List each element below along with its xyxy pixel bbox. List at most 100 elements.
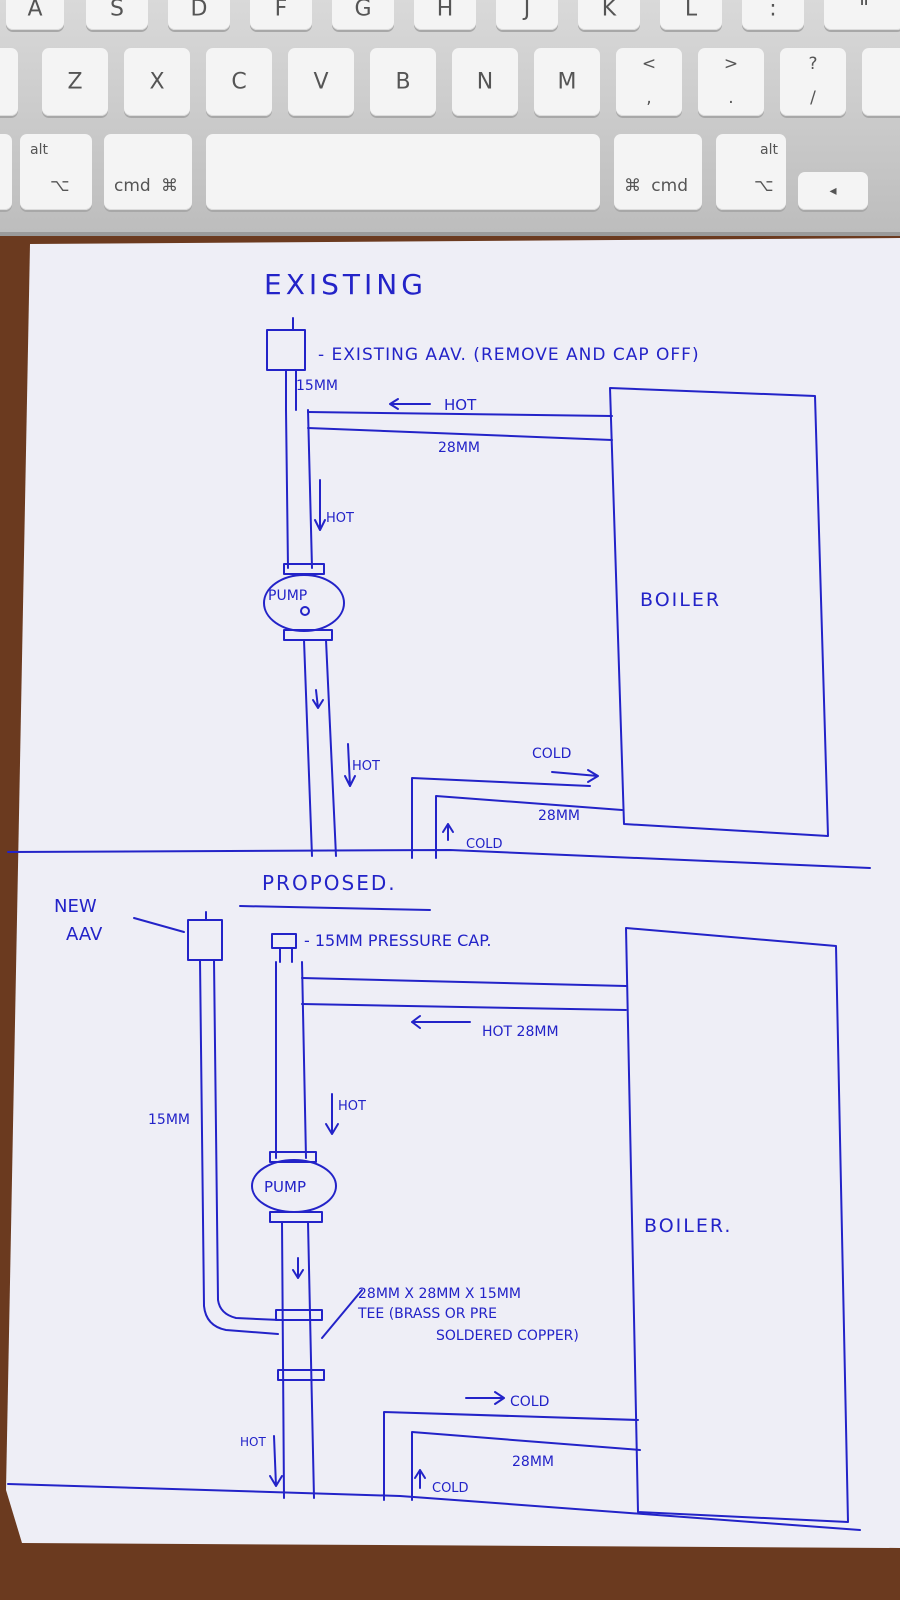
proposed-boiler	[625, 927, 849, 1523]
key-slash[interactable]: ?/	[780, 48, 846, 116]
key-shift-left[interactable]	[0, 48, 18, 116]
proposed-pump-flange-bottom	[269, 1211, 323, 1223]
key-d[interactable]: D	[168, 0, 230, 30]
existing-28mm-label: 28MM	[438, 440, 480, 456]
key-ctrl-left[interactable]	[0, 134, 12, 210]
existing-boiler	[609, 387, 829, 837]
existing-cold-label: COLD	[532, 746, 571, 762]
pressure-cap	[271, 933, 297, 949]
key-period[interactable]: >.	[698, 48, 764, 116]
key-a[interactable]: A	[6, 0, 64, 30]
proposed-hot-down-1: HOT	[338, 1099, 366, 1114]
tee-fitting-top	[275, 1309, 323, 1321]
key-alt-right[interactable]: alt⌥	[716, 134, 786, 210]
key-m[interactable]: M	[534, 48, 600, 116]
existing-down-pipe-left	[303, 639, 313, 857]
proposed-15mm-pipe-inner	[213, 959, 281, 1321]
key-a-label: A	[27, 0, 43, 22]
new-aav-leader	[133, 917, 185, 933]
key-x-label: X	[149, 69, 165, 95]
key-period-top: >	[723, 54, 739, 74]
command-icon: ⌘	[624, 176, 641, 196]
key-slash-bottom: /	[810, 88, 816, 108]
proposed-cold-pipe-outer	[383, 1411, 639, 1501]
command-icon: ⌘	[161, 176, 178, 196]
key-k[interactable]: K	[578, 0, 640, 30]
proposed-15mm-pipe-outer	[199, 959, 279, 1335]
existing-cold-pipe-inner	[435, 795, 623, 859]
new-aav-label-2: AAV	[66, 924, 103, 945]
proposed-cold-up: COLD	[432, 1481, 469, 1496]
existing-15mm-label: 15MM	[296, 378, 338, 394]
existing-hot-pipe-bottom	[307, 427, 613, 441]
proposed-down-arrow-1	[325, 1093, 339, 1135]
proposed-hot-pipe-bottom	[301, 1003, 627, 1011]
key-quote-label: "	[858, 0, 870, 22]
proposed-down-arrow-2	[292, 1257, 304, 1279]
key-z[interactable]: Z	[42, 48, 108, 116]
proposed-cold-up-arrow	[414, 1469, 426, 1489]
key-z-label: Z	[67, 69, 83, 95]
proposed-hot-down-2: HOT	[240, 1435, 266, 1449]
key-s-label: S	[110, 0, 124, 22]
existing-down-pipe-right	[325, 639, 337, 857]
key-g-label: G	[354, 0, 372, 22]
proposed-down-pipe-left	[281, 1221, 285, 1499]
key-x[interactable]: X	[124, 48, 190, 116]
key-cmd-left[interactable]: cmd ⌘	[104, 134, 192, 210]
key-g[interactable]: G	[332, 0, 394, 30]
key-alt-left[interactable]: alt⌥	[20, 134, 92, 210]
key-f[interactable]: F	[250, 0, 312, 30]
key-k-label: K	[601, 0, 617, 22]
proposed-pump-flange-top	[269, 1151, 317, 1163]
proposed-diagram	[7, 905, 861, 1531]
pressure-cap-label: - 15MM PRESSURE CAP.	[304, 931, 491, 950]
key-c[interactable]: C	[206, 48, 272, 116]
key-b[interactable]: B	[370, 48, 436, 116]
key-l-label: L	[684, 0, 698, 22]
key-cmd-right[interactable]: ⌘cmd	[614, 134, 702, 210]
existing-cold-up-arrow	[442, 823, 454, 841]
key-n-label: N	[476, 69, 494, 95]
key-comma-top: <	[641, 54, 657, 74]
key-shift-right[interactable]	[862, 48, 900, 116]
key-colon[interactable]: :	[742, 0, 804, 30]
option-icon: ⌥	[50, 176, 70, 196]
key-j[interactable]: J	[496, 0, 558, 30]
key-f-label: F	[274, 0, 288, 22]
tee-leader	[321, 1289, 363, 1339]
key-comma[interactable]: <,	[616, 48, 682, 116]
key-s[interactable]: S	[86, 0, 148, 30]
key-v-label: V	[313, 69, 329, 95]
existing-pump-impeller	[300, 606, 310, 616]
proposed-down-arrow-3	[269, 1435, 283, 1487]
key-l[interactable]: L	[660, 0, 722, 30]
section-divider	[7, 849, 871, 869]
existing-pump-flange-bottom	[283, 629, 333, 641]
proposed-return-28mm: 28MM	[512, 1454, 554, 1470]
key-arrow-left[interactable]: ◂	[798, 172, 868, 210]
existing-down-arrow-2	[312, 689, 324, 709]
key-h-label: H	[436, 0, 454, 22]
key-n[interactable]: N	[452, 48, 518, 116]
key-d-label: D	[190, 0, 208, 22]
proposed-pump-label: PUMP	[264, 1178, 306, 1196]
key-quote[interactable]: "	[824, 0, 900, 30]
key-h[interactable]: H	[414, 0, 476, 30]
existing-boiler-label: BOILER	[640, 589, 721, 611]
key-cmd-left-label: cmd	[114, 176, 151, 196]
key-colon-label: :	[769, 0, 777, 22]
proposed-flow-pipe-right	[301, 961, 307, 1159]
key-space[interactable]	[206, 134, 600, 210]
existing-hot-arrow	[389, 398, 431, 410]
existing-diagram	[7, 317, 871, 869]
paper-sheet	[6, 238, 900, 1548]
key-slash-top: ?	[808, 54, 818, 74]
existing-hot-down-1: HOT	[326, 511, 354, 526]
proposed-15mm-label: 15MM	[148, 1112, 190, 1128]
key-v[interactable]: V	[288, 48, 354, 116]
existing-hot-down-2: HOT	[352, 759, 380, 774]
labels: EXISTING - EXISTING AAV. (REMOVE AND CAP…	[54, 268, 730, 1496]
proposed-title: PROPOSED.	[262, 871, 397, 895]
key-alt-right-label: alt	[760, 142, 778, 158]
